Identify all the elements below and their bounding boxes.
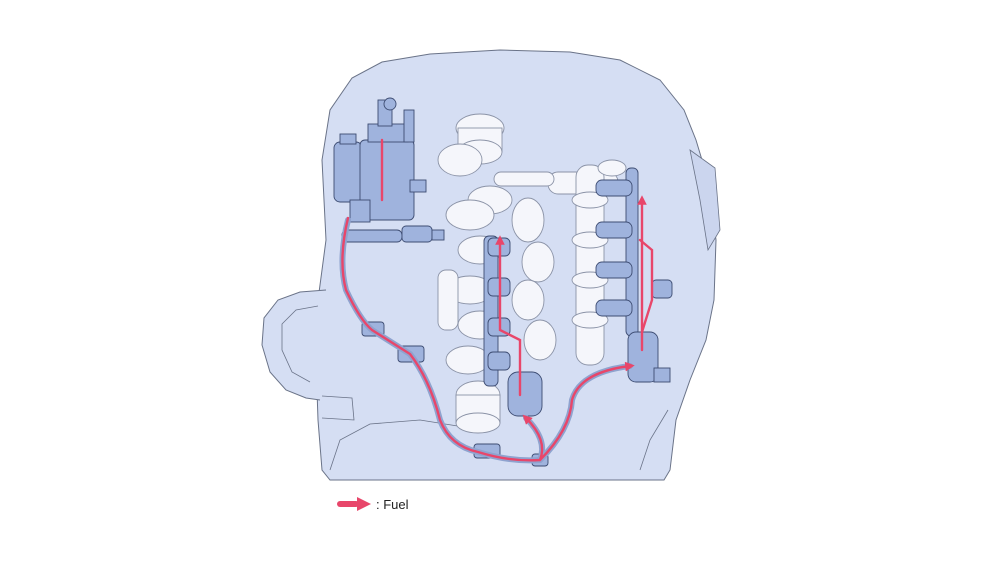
fuel-pump-assembly [333, 97, 445, 243]
cowling-side-panel [689, 149, 721, 252]
fuel-flow-lines [341, 138, 654, 462]
high-pressure-pumps [507, 331, 671, 417]
engine-cowling [261, 49, 721, 481]
cowling-body [315, 49, 717, 481]
legend-label: : Fuel [376, 496, 409, 512]
cowling-lower-contour [329, 419, 471, 471]
fuel-filter [333, 141, 363, 203]
fuel-flow-arrow-icon [337, 497, 371, 511]
cowling-lower-band [321, 395, 355, 421]
pistons [437, 197, 557, 361]
cowling-rear-grip [261, 289, 327, 401]
left-fuel-rail [483, 235, 511, 387]
cowling-rear-grip-inner [281, 305, 319, 383]
valve-train [493, 159, 627, 366]
legend: : Fuel [336, 496, 409, 512]
cowling-right-contour [639, 409, 669, 471]
